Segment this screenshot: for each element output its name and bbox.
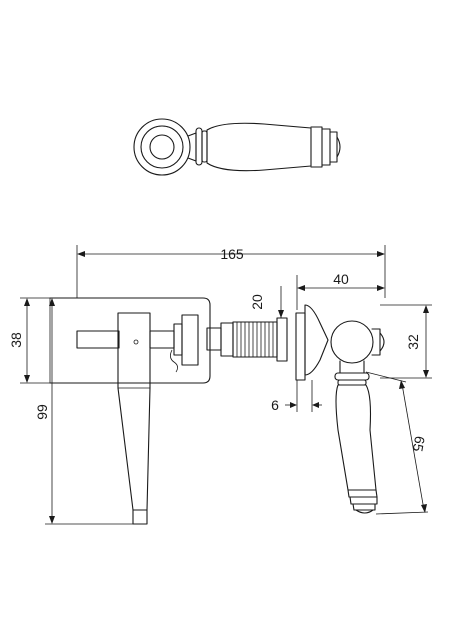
dim-label-32: 32 bbox=[405, 334, 421, 350]
dimension-lines bbox=[20, 245, 432, 525]
backplate-and-lever bbox=[49, 297, 211, 525]
lever-handle bbox=[295, 304, 385, 514]
dim-label-99: 99 bbox=[34, 404, 50, 420]
dim-label-40: 40 bbox=[333, 271, 349, 287]
top-view bbox=[133, 118, 341, 176]
dim-label-6: 6 bbox=[271, 397, 279, 413]
dim-label-165: 165 bbox=[220, 246, 244, 262]
dim-label-38: 38 bbox=[8, 332, 24, 348]
threaded-spindle bbox=[206, 317, 288, 362]
dim-label-65: 65 bbox=[410, 435, 428, 453]
dim-label-20: 20 bbox=[249, 294, 265, 310]
